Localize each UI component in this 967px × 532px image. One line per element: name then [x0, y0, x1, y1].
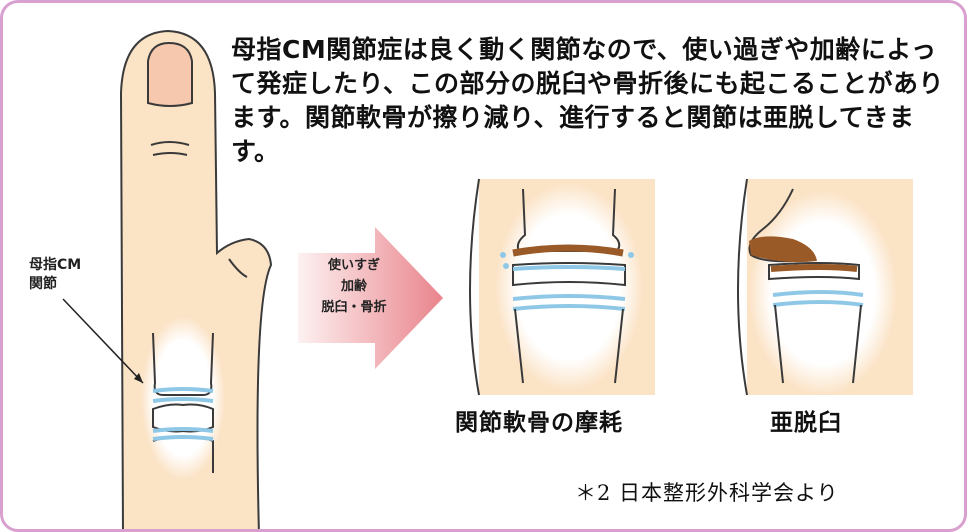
- source-credit: ＊2 日本整形外科学会より: [575, 481, 839, 505]
- description-text: 母指CM関節症は良く動く関節なので、使い過ぎや加齢によって発症したり、この部分の…: [231, 35, 945, 166]
- panel-cartilage-wear: [469, 178, 655, 396]
- thumb-illustration: [62, 29, 273, 529]
- cause-list: 使いすぎ 加齢 脱臼・骨折: [299, 255, 409, 318]
- cause-overuse: 使いすぎ: [327, 258, 380, 273]
- cause-aging: 加齢: [340, 279, 367, 294]
- knuckle-crease-2: [152, 152, 188, 156]
- trapezium-bone: [152, 403, 214, 433]
- caption-subluxation: 亜脱臼: [770, 410, 842, 436]
- cm-joint-label: 母指CM 関節: [29, 257, 82, 292]
- caption-cartilage-wear: 関節軟骨の摩耗: [455, 410, 623, 436]
- skin-fold: [228, 258, 248, 278]
- cartilage-2: [152, 427, 214, 441]
- illustration: [62, 29, 913, 529]
- cause-injury: 脱臼・骨折: [321, 300, 387, 315]
- thumb-nail: [147, 41, 193, 107]
- progression-arrow: [298, 227, 443, 369]
- cartilage-1: [152, 387, 214, 403]
- metacarpal-bone: [152, 332, 214, 396]
- label-pointer-line: [62, 298, 144, 384]
- knuckle-crease-1: [150, 141, 190, 146]
- label-pointer-head: [134, 373, 143, 383]
- panel-subluxation: [737, 178, 913, 396]
